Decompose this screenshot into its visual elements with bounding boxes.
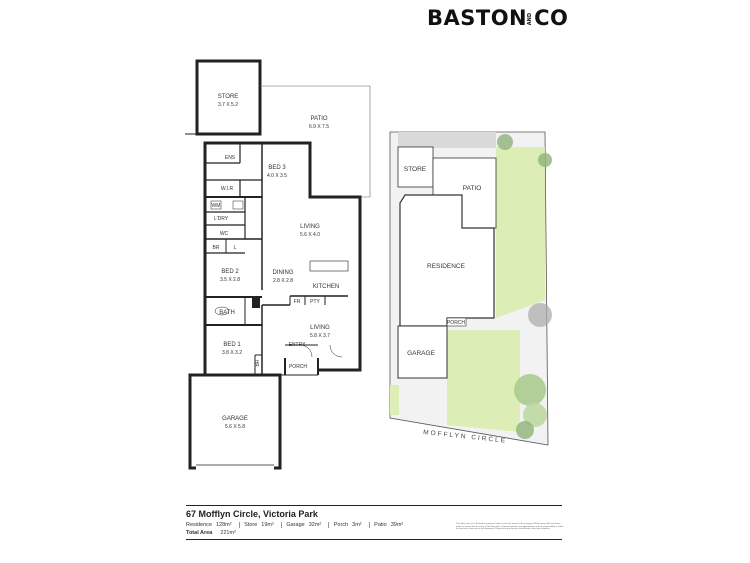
garage-size: 5.6 X 5.8: [225, 424, 245, 430]
store-size: 3.7 X 5.2: [218, 102, 238, 108]
kitchen-label: KITCHEN: [313, 284, 339, 290]
floor-plan: [185, 59, 371, 470]
patio-size: 6.9 X 7.5: [309, 124, 329, 130]
front-lawn: [447, 330, 520, 432]
area-garage-value: 32m²: [308, 522, 322, 529]
property-address: 67 Mofflyn Circle, Victoria Park: [186, 509, 318, 519]
logo-co: CO: [534, 6, 569, 30]
pty-label: PTY: [310, 299, 320, 305]
bed2-label: BED 2: [221, 269, 239, 275]
total-area-label: Total Area: [186, 530, 213, 536]
total-area: Total Area 221m²: [186, 530, 236, 536]
site-residence-label: RESIDENCE: [427, 263, 466, 270]
dining-label: DINING: [273, 270, 294, 276]
ldry-label: L'DRY: [214, 216, 229, 222]
house-outer-wall: [210, 141, 362, 372]
site-store-label: STORE: [404, 166, 427, 173]
total-area-value: 221m²: [220, 530, 236, 536]
footer-rule-top: [186, 505, 562, 506]
garage-label: GARAGE: [222, 416, 248, 422]
br2-label: BR: [255, 359, 261, 366]
bath-label: BATH: [219, 310, 235, 316]
l-label: L: [234, 245, 237, 251]
back-lawn: [496, 147, 545, 318]
area-garage-label: Garage: [286, 522, 305, 529]
living1-label: LIVING: [300, 224, 320, 230]
area-porch-value: 3m²: [352, 522, 362, 529]
living1-size: 5.6 X 4.0: [300, 232, 320, 238]
fr-label: FR: [294, 299, 301, 305]
bed2-size: 3.5 X 2.8: [220, 277, 240, 283]
brand-logo: BASTONANDCO: [427, 6, 568, 30]
site-porch: [446, 317, 467, 327]
area-store-value: 19m²: [261, 522, 274, 529]
area-patio-value: 39m²: [390, 522, 404, 529]
entry-label: ENTRY: [289, 342, 307, 348]
area-store-label: Store: [244, 522, 258, 529]
wir-label: W.I.R: [221, 186, 234, 192]
bed3-size: 4.0 X 3.5: [267, 173, 287, 179]
area-residence-label: Residence: [186, 522, 212, 529]
site-garage-label: GARAGE: [407, 350, 435, 357]
paving: [398, 132, 496, 148]
area-patio-label: Patio: [374, 522, 387, 529]
living2-size: 5.8 X 3.7: [310, 333, 330, 339]
store-room: [195, 59, 262, 136]
footer-rule-bottom: [186, 539, 562, 540]
site-garage: [397, 325, 448, 379]
patio-label: PATIO: [310, 116, 327, 122]
disclaimer-text: This floor plan is for illustrative purp…: [456, 523, 564, 531]
logo-baston: BASTON: [427, 6, 528, 30]
porch-label: PORCH: [289, 364, 307, 370]
br-label: BR: [213, 245, 220, 251]
ens-label: ENS: [225, 155, 236, 161]
dining-size: 2.8 X 2.8: [273, 278, 293, 284]
store-label: STORE: [218, 94, 239, 100]
area-porch-label: Porch: [333, 522, 349, 529]
living2-label: LIVING: [310, 325, 330, 331]
site-porch-label: PORCH: [447, 320, 465, 326]
wc-label: WC: [220, 231, 229, 237]
site-residence: [399, 194, 495, 327]
bed3-label: BED 3: [268, 165, 286, 171]
bed1-label: BED 1: [223, 342, 241, 348]
side-lawn: [390, 385, 399, 415]
wm-label: WM: [212, 203, 221, 209]
bed1-size: 3.8 X 3.2: [222, 350, 242, 356]
site-patio-label: PATIO: [463, 185, 482, 192]
area-residence-value: 128m²: [216, 522, 232, 529]
site-plan: [389, 131, 552, 446]
